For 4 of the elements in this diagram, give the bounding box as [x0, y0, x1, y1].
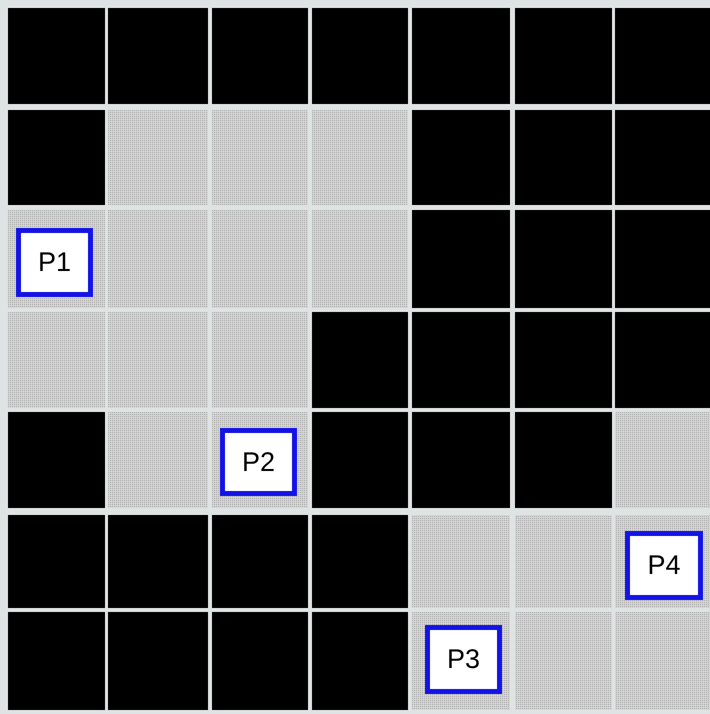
label-box: P4: [625, 531, 703, 600]
label-box: P2: [220, 428, 297, 496]
label-box: P1: [16, 228, 93, 297]
label-box: P3: [425, 625, 502, 694]
